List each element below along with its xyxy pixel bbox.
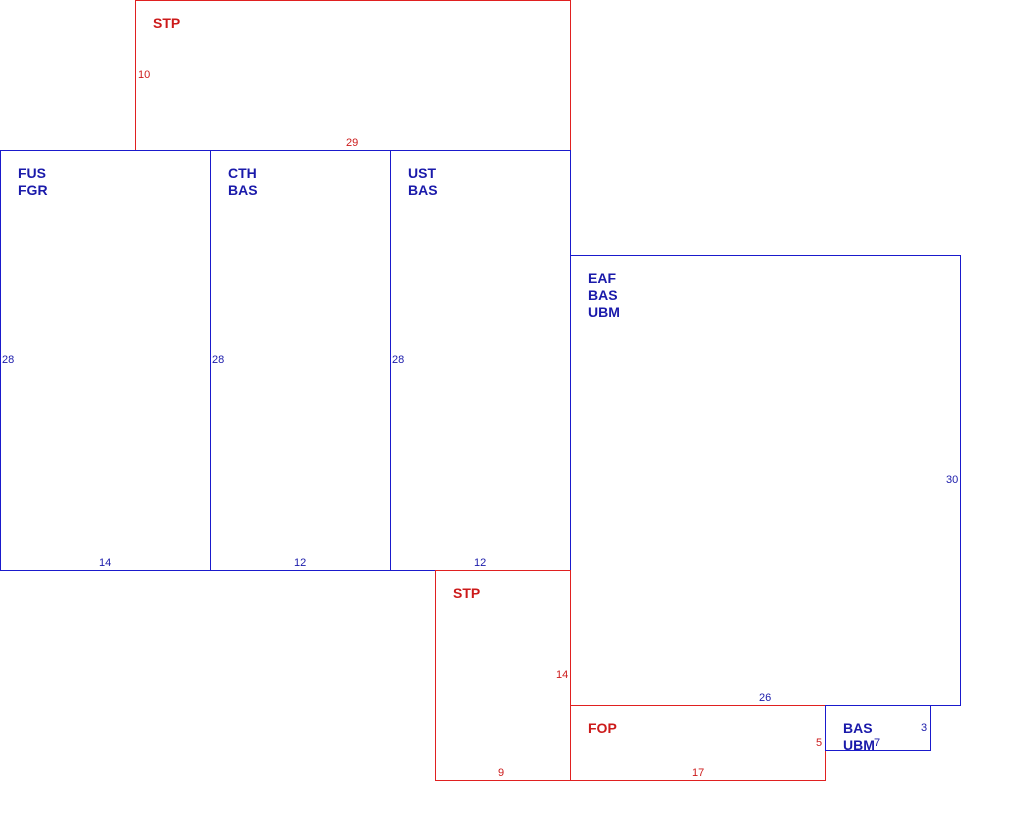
room-stp-top (135, 0, 571, 151)
room-ust (390, 150, 571, 571)
room-stp-top-code: STP (153, 15, 181, 31)
room-bas-ubm-width: 7 (874, 737, 881, 749)
room-ust-width: 12 (474, 557, 487, 569)
room-eaf (570, 255, 961, 706)
room-fop-code: FOP (588, 720, 617, 736)
room-cth-depth: 28 (212, 354, 225, 366)
room-cth-code-1: CTH (228, 165, 257, 181)
room-bas-ubm-code-2: UBM (843, 737, 875, 753)
room-fus-code-1: FUS (18, 165, 46, 181)
room-ust-code-2: BAS (408, 182, 438, 198)
room-fop-width: 17 (692, 767, 705, 779)
room-eaf-code-1: EAF (588, 270, 616, 286)
room-fus-code-2: FGR (18, 182, 48, 198)
room-bas-ubm (825, 705, 931, 751)
room-stp-bottom (435, 570, 571, 781)
room-stp-top-width: 29 (346, 137, 359, 149)
room-fus (0, 150, 211, 571)
room-fop-depth: 5 (816, 737, 823, 749)
room-eaf-width: 26 (759, 692, 772, 704)
room-eaf-code-2: BAS (588, 287, 618, 303)
room-ust-code-1: UST (408, 165, 436, 181)
room-eaf-depth: 30 (946, 474, 959, 486)
room-stp-top-depth: 10 (138, 69, 151, 81)
room-ust-depth: 28 (392, 354, 405, 366)
room-eaf-code-3: UBM (588, 304, 620, 320)
room-stp-bottom-depth: 14 (556, 669, 569, 681)
room-cth-width: 12 (294, 557, 307, 569)
room-stp-bottom-code: STP (453, 585, 481, 601)
room-cth-code-2: BAS (228, 182, 258, 198)
room-fus-width: 14 (99, 557, 112, 569)
room-stp-bottom-width: 9 (498, 767, 505, 779)
room-bas-ubm-code-1: BAS (843, 720, 873, 736)
room-cth (210, 150, 391, 571)
room-fus-depth: 28 (2, 354, 15, 366)
room-bas-ubm-depth: 3 (921, 722, 928, 734)
